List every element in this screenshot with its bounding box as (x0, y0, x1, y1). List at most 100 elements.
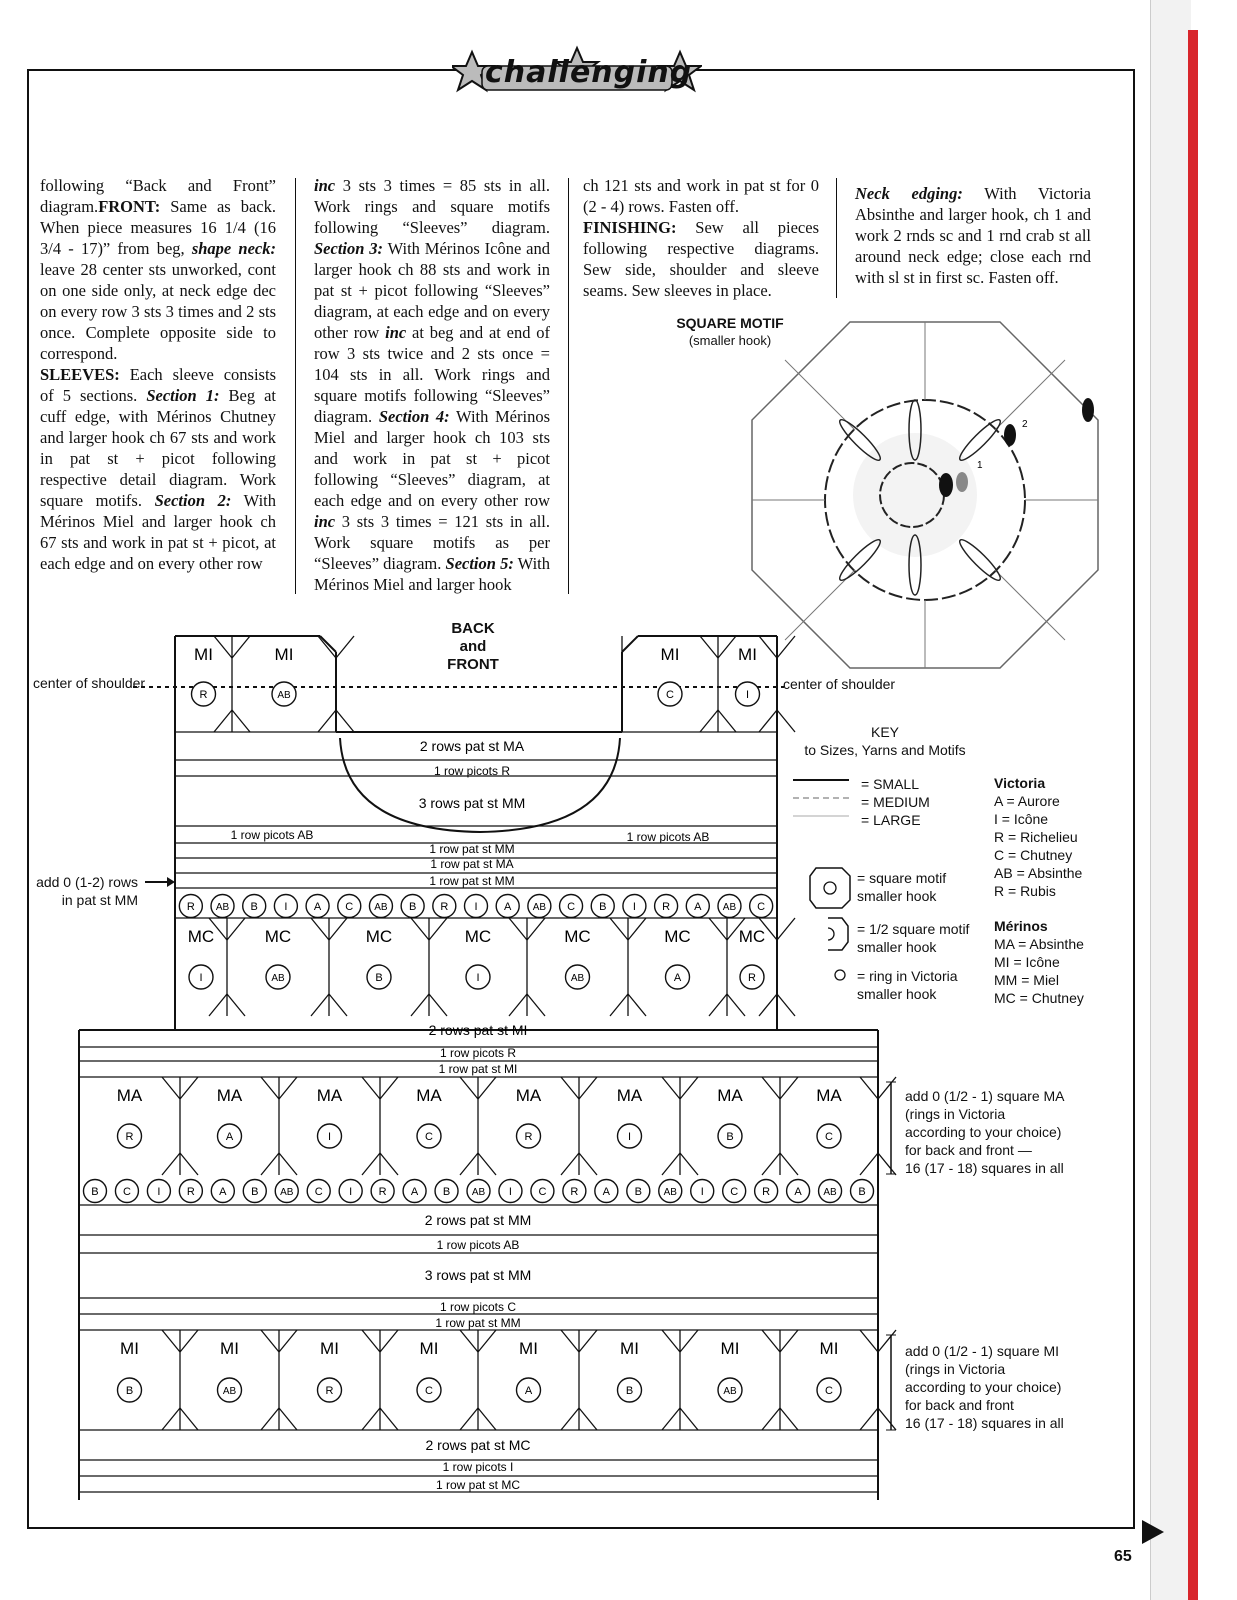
motif-corner (877, 1152, 897, 1176)
ring-symbol (274, 1178, 299, 1204)
motif-corner (213, 709, 233, 733)
red-edge-strip (1188, 30, 1198, 1600)
ring-label: I (328, 1131, 331, 1143)
ring-label: C (315, 1186, 323, 1198)
ring-label: AB (823, 1187, 837, 1198)
motif-corner (179, 1407, 199, 1431)
diagram-label: 1 row picots R (440, 1046, 516, 1060)
ring-symbol (316, 1377, 343, 1403)
ring-symbol (616, 1377, 643, 1403)
motif-corner (560, 1329, 580, 1353)
motif-corner (776, 709, 796, 733)
ring-label: A (314, 901, 322, 913)
diagram-label: 2 rows pat st MC (425, 1437, 530, 1453)
motif-corner (477, 1152, 497, 1176)
motif-corner (459, 1407, 479, 1431)
motif-corner (260, 1329, 280, 1353)
body-text: at beg and at end of row 3 sts twice and… (314, 323, 550, 426)
ring-label: AB (280, 1187, 294, 1198)
ring-label: AB (472, 1187, 486, 1198)
motif-corner (779, 1152, 799, 1176)
motif-corner (278, 1329, 298, 1353)
emphasis-text: Neck edging: (855, 184, 963, 203)
body-text: Beg at cuff edge, with Mérinos Chutney a… (40, 386, 276, 510)
motif-corner (726, 917, 746, 941)
square-motif-title: SQUARE MOTIF (676, 315, 784, 331)
motif-yarn-label: MA (717, 1086, 743, 1105)
ring-symbol (242, 1178, 267, 1204)
ring-label: C (425, 1385, 433, 1397)
ring-label: I (509, 1186, 512, 1198)
ring-label: AB (723, 902, 737, 913)
ring-label: B (443, 1186, 450, 1198)
motif-corner (213, 635, 233, 659)
ring-label: B (251, 1186, 258, 1198)
diagram-label: 1 row picots AB (437, 1238, 520, 1252)
motif-corner (477, 1329, 497, 1353)
ring-symbol (626, 1178, 651, 1204)
motif-yarn-label: MC (188, 927, 214, 946)
motif-corner (379, 1329, 399, 1353)
ring-label: A (525, 1385, 533, 1397)
motif-corner (231, 709, 251, 733)
ring-label: A (674, 972, 682, 984)
diagram-label: 1 row picots AB (231, 828, 314, 842)
ring-symbol (306, 1178, 331, 1204)
motif-corner (779, 1407, 799, 1431)
next-page-arrow-icon (1142, 1520, 1164, 1544)
diagram-label: 3 rows pat st MM (419, 795, 526, 811)
ring-symbol (146, 1178, 172, 1204)
ring-label: C (825, 1385, 833, 1397)
motif-corner (335, 635, 355, 659)
ring-label: I (476, 972, 479, 984)
ring-label: C (345, 901, 353, 913)
diagram-label: 1 row pat st MM (429, 874, 514, 888)
motif-corner (679, 1329, 699, 1353)
motif-corner (260, 1152, 280, 1176)
motif-corner (361, 1407, 381, 1431)
motif-yarn-label: MI (519, 1339, 538, 1358)
section-heading: FRONT: (98, 197, 161, 216)
challenging-banner (452, 45, 702, 93)
motif-corner (310, 993, 330, 1017)
motif-corner (708, 993, 728, 1017)
text-column-3: ch 121 sts and work in pat st for 0 (2 -… (583, 175, 819, 301)
motif-corner (679, 1407, 699, 1431)
page-edge (1150, 0, 1191, 1600)
ring-symbol (530, 1178, 555, 1204)
ring-symbol (271, 681, 297, 707)
ring-label: AB (571, 973, 585, 984)
motif-corner (877, 1076, 897, 1100)
motif-corner (627, 993, 647, 1017)
motif-corner (779, 1076, 799, 1100)
motif-corner (661, 1152, 681, 1176)
emphasis-text: Section 4: (378, 407, 450, 426)
motif-corner (859, 1152, 879, 1176)
motif-yarn-label: MI (320, 1339, 339, 1358)
ring-label: C (666, 689, 674, 701)
diagram-label: 1 row picots R (434, 764, 510, 778)
ring-symbol (188, 964, 214, 990)
motif-corner (361, 1076, 381, 1100)
motif-corner (661, 1076, 681, 1100)
ring-label: B (635, 1186, 642, 1198)
diagram-label: 1 row picots C (440, 1300, 516, 1314)
ring-symbol (82, 1178, 108, 1204)
motif-corner (179, 1329, 199, 1353)
motif-corner (560, 1152, 580, 1176)
ring-label: B (599, 901, 606, 913)
emphasis-text: Section 5: (445, 554, 514, 573)
ring-symbol (434, 1178, 459, 1204)
ring-label: R (187, 1186, 195, 1198)
ring-symbol (616, 1123, 643, 1149)
motif-yarn-label: MI (275, 645, 294, 664)
add-square-mi-note: add 0 (1/2 - 1) square MI(rings in Victo… (905, 1343, 1064, 1431)
ring-symbol (785, 1178, 811, 1204)
diagram-label: 1 row picots AB (627, 830, 710, 844)
ring-symbol (658, 1178, 683, 1204)
motif-corner (679, 1152, 699, 1176)
ring-label: AB (277, 690, 291, 701)
motif-corner (317, 635, 337, 659)
body-text: With Victoria Absinthe and larger hook, … (855, 184, 1091, 287)
